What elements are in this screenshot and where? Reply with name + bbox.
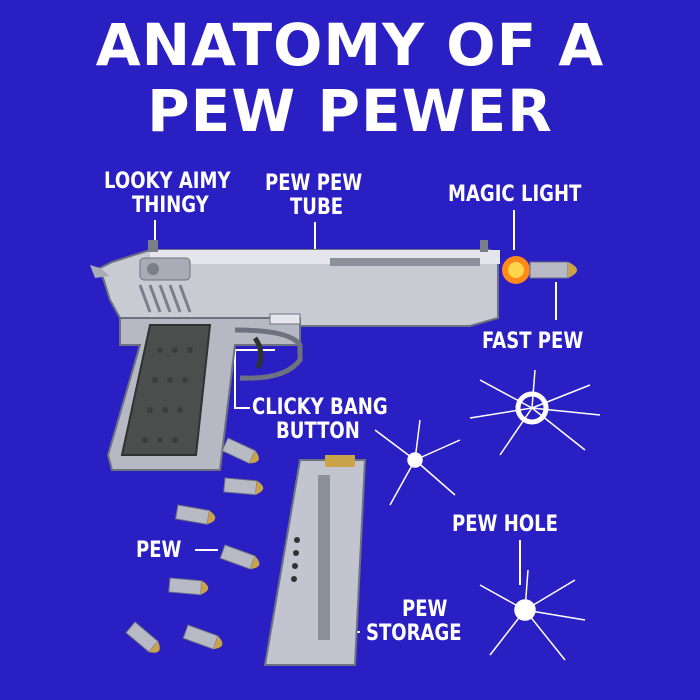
muzzle-flash <box>502 256 530 284</box>
fired-bullet <box>529 261 577 279</box>
pistol-slide <box>90 240 500 327</box>
bullet-hole-top <box>469 369 601 456</box>
bullet-hole-middle <box>374 419 461 506</box>
cartridges <box>125 437 264 653</box>
label-magic-light: MAGIC LIGHT <box>448 182 582 207</box>
label-pew-pew-tube-line-2: TUBE <box>290 195 344 220</box>
label-looky-aimy-line-2: THINGY <box>132 193 209 218</box>
label-fast-pew: FAST PEW <box>482 329 584 354</box>
label-pew-pew-tube-line-1: PEW PEW <box>265 171 363 196</box>
label-pew: PEW <box>136 538 182 563</box>
label-clicky-bang-line-1: CLICKY BANG <box>252 395 388 420</box>
title-line-2: PEW PEWER <box>147 77 553 145</box>
label-looky-aimy-line-1: LOOKY AIMY <box>104 169 231 194</box>
bullet-hole-bottom <box>479 569 586 661</box>
label-pew-storage-line-1: PEW <box>402 597 448 622</box>
label-pew-storage-line-2: STORAGE <box>366 621 462 646</box>
pistol-frame <box>106 313 303 471</box>
title-line-1: ANATOMY OF A <box>95 11 605 79</box>
magazine <box>263 455 367 666</box>
label-clicky-bang-line-2: BUTTON <box>276 419 360 444</box>
label-pew-hole: PEW HOLE <box>452 512 558 537</box>
